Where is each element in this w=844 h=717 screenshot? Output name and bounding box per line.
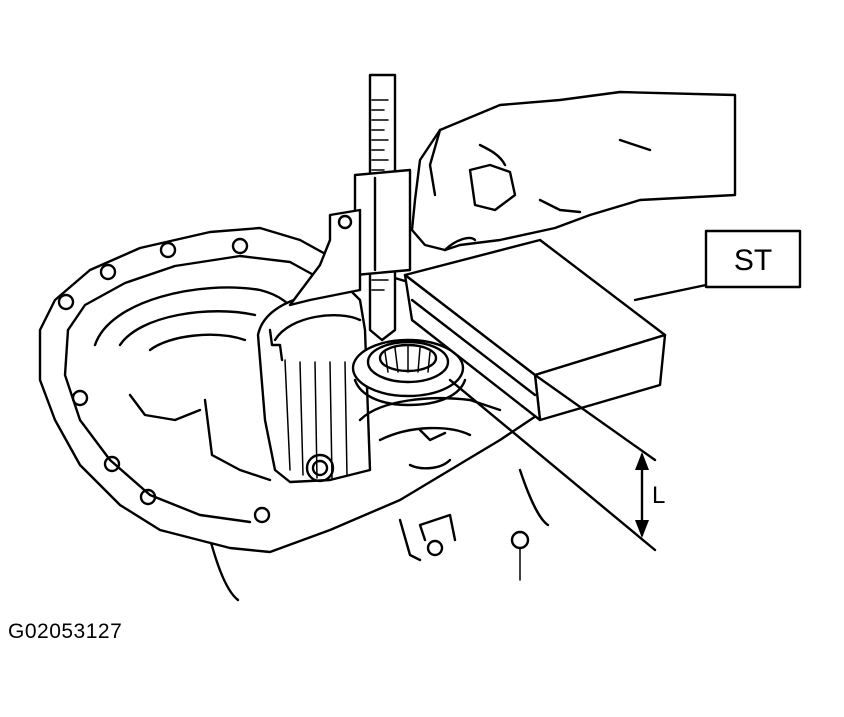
gear-drum-assembly xyxy=(256,288,502,484)
dimension-l-label: L xyxy=(652,482,665,509)
callout-st-label: ST xyxy=(734,244,772,277)
depth-gauge xyxy=(288,73,412,342)
hand xyxy=(410,90,737,252)
dimension-l: L xyxy=(448,373,665,552)
figure-code: G02053127 xyxy=(8,620,123,643)
callout-st: ST xyxy=(633,229,802,302)
bearing-race xyxy=(351,338,467,407)
